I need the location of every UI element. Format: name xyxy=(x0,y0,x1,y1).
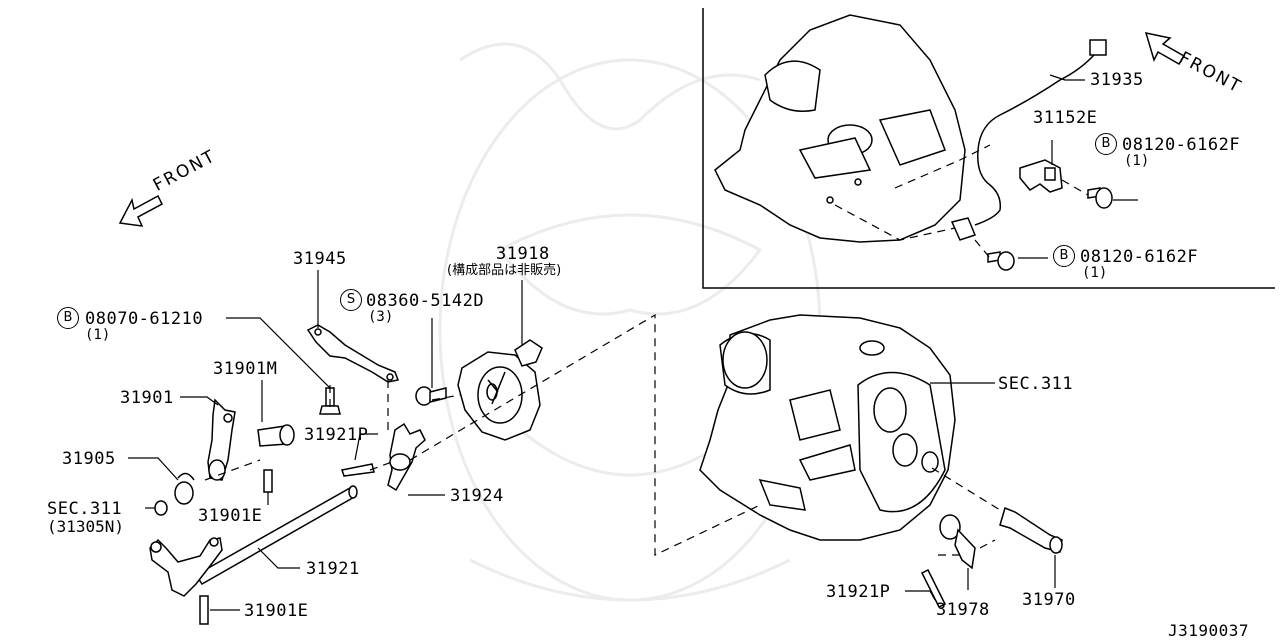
label-sec311-right: SEC.311 xyxy=(998,374,1074,394)
shaft-31921 xyxy=(149,485,358,597)
assembly-dashed-lines xyxy=(204,144,1089,556)
harness-31935 xyxy=(974,39,1107,226)
transmission-case xyxy=(699,314,956,541)
label-sec311-left: SEC.311 xyxy=(47,499,123,519)
label-31918: 31918 xyxy=(496,244,550,264)
qty-08360-5142D: (3) xyxy=(368,309,394,325)
pin-31921P-left xyxy=(341,463,375,477)
switch-31918 xyxy=(457,339,543,441)
front-arrow-icon xyxy=(118,194,163,227)
clip-31152E xyxy=(1019,159,1063,193)
label-31945: 31945 xyxy=(293,249,347,269)
label-31921P-right: 31921P xyxy=(826,582,891,602)
sensor-31970 xyxy=(999,506,1063,554)
label-31970: 31970 xyxy=(1022,590,1076,610)
label-31901E-mid: 31901E xyxy=(198,506,263,526)
label-31924: 31924 xyxy=(450,486,504,506)
qty-08070-61210: (1) xyxy=(85,327,111,343)
label-31901E-bottom: 31901E xyxy=(244,601,309,621)
screw-08360-5142D xyxy=(415,386,447,406)
nut-sec311 xyxy=(154,500,168,516)
label-31905: 31905 xyxy=(62,449,116,469)
bolt-symbol-inset-upper: B xyxy=(1095,133,1117,155)
label-sec311-left-sub: (31305N) xyxy=(47,517,125,536)
inset-frame xyxy=(702,8,1275,289)
diagram-code: J3190037 xyxy=(1168,621,1250,640)
label-31921P-left: 31921P xyxy=(304,425,369,445)
front-arrow-inset-icon xyxy=(1144,32,1186,66)
bolt-symbol-main: B xyxy=(57,307,79,329)
sensor-inset xyxy=(950,217,976,241)
label-31901: 31901 xyxy=(120,388,174,408)
pin-31901E-mid xyxy=(263,469,273,493)
label-31918-note: (構成部品は非販売) xyxy=(447,263,562,278)
lever-31901 xyxy=(207,398,236,481)
screw-symbol: S xyxy=(340,289,362,311)
pin-31921P-right xyxy=(920,568,947,609)
qty-08120-6162F-lower: (1) xyxy=(1082,265,1108,281)
bracket-31978 xyxy=(939,514,976,570)
label-31901M: 31901M xyxy=(213,359,278,379)
lever-31924 xyxy=(387,422,426,492)
label-31152E: 31152E xyxy=(1033,108,1098,128)
clip-31905 xyxy=(174,472,195,505)
label-08120-6162F-lower: 08120-6162F xyxy=(1080,247,1199,267)
label-08120-6162F-upper: 08120-6162F xyxy=(1122,135,1241,155)
pin-31901E-bottom xyxy=(199,595,209,625)
bolt-08120-6162F-upper xyxy=(1087,187,1113,209)
label-08360-5142D: 08360-5142D xyxy=(366,291,485,311)
qty-08120-6162F-upper: (1) xyxy=(1124,153,1150,169)
leader-lines xyxy=(128,74,1138,611)
label-08070-61210: 08070-61210 xyxy=(85,309,204,329)
label-31921: 31921 xyxy=(306,559,360,579)
label-31935: 31935 xyxy=(1090,70,1144,90)
bolt-symbol-inset-lower: B xyxy=(1053,245,1075,267)
bracket-31945 xyxy=(306,324,400,383)
label-31978: 31978 xyxy=(936,600,990,620)
pin-31901M xyxy=(257,424,295,447)
bolt-08120-6162F-lower xyxy=(987,251,1015,271)
